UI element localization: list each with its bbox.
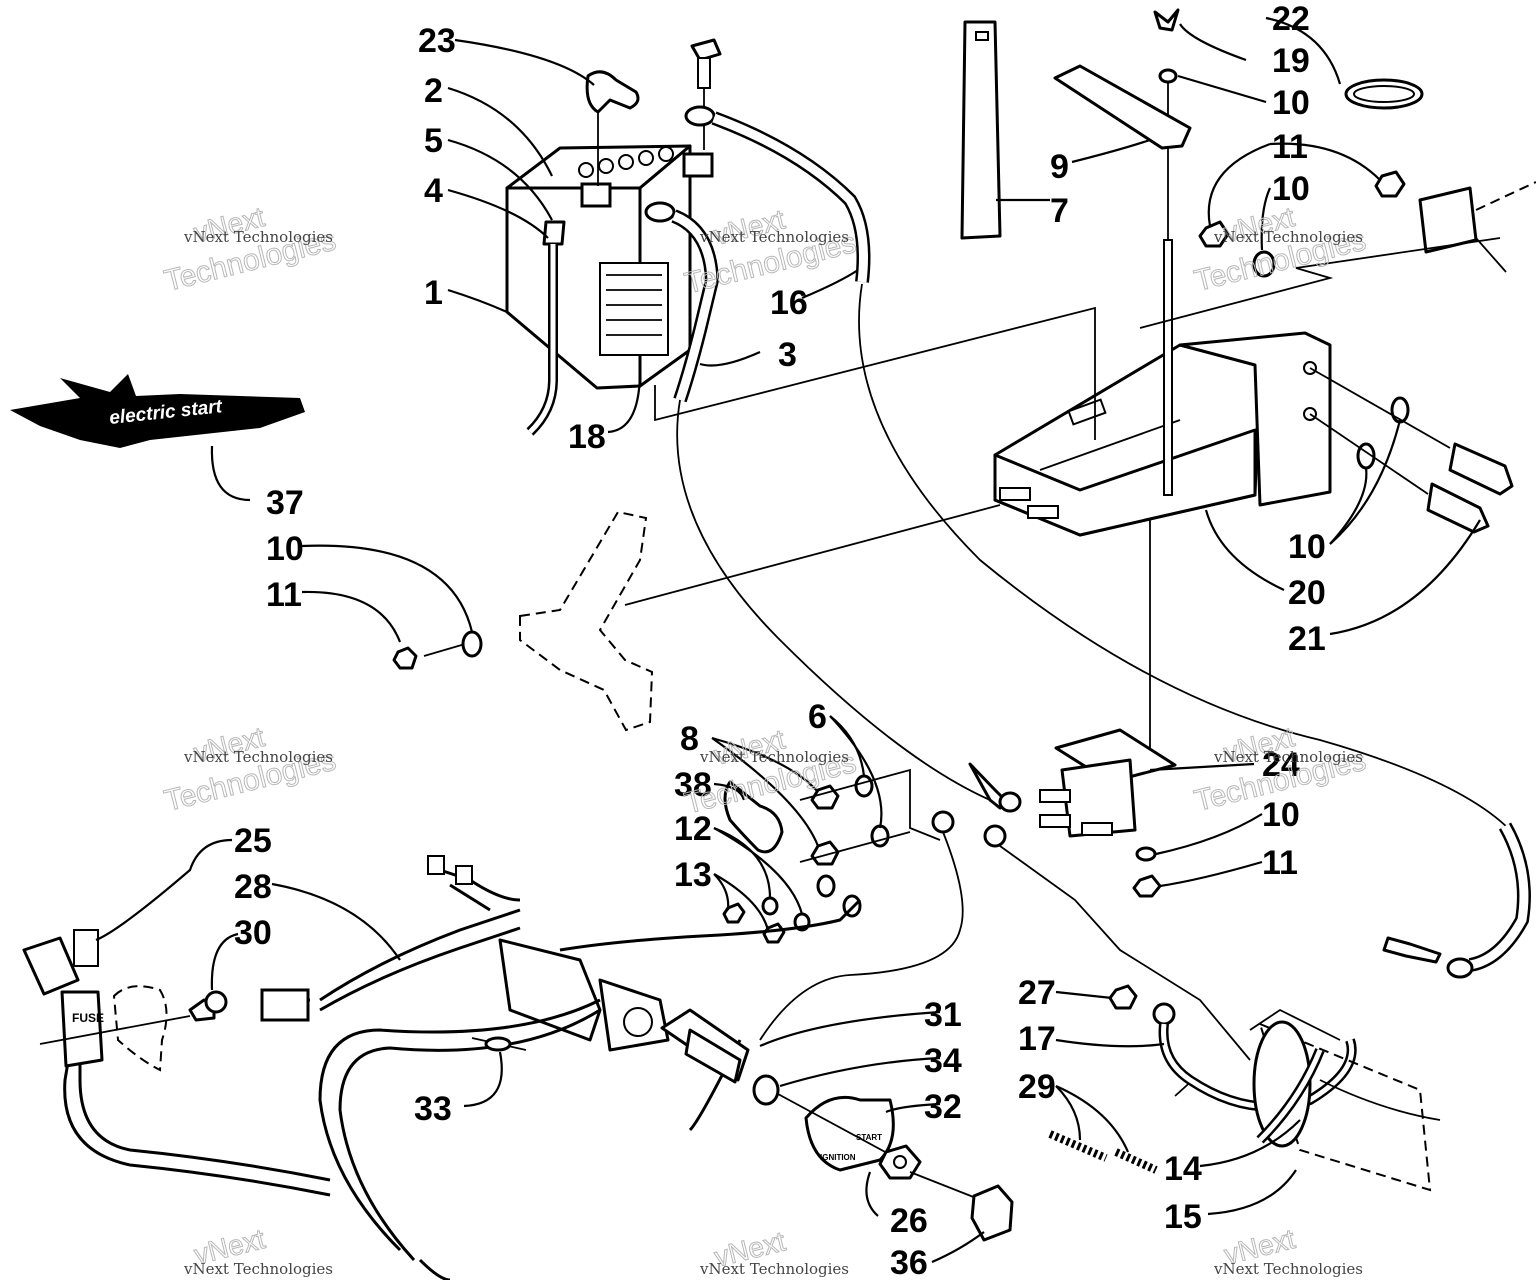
callout-11-top: 11 xyxy=(1272,128,1308,166)
callout-38: 38 xyxy=(674,766,712,804)
callout-labels: 23 2 5 4 1 3 18 16 9 7 22 19 10 11 10 37… xyxy=(234,0,1326,1280)
callout-31: 31 xyxy=(924,996,962,1034)
callout-23: 23 xyxy=(418,22,456,60)
terminal-boot xyxy=(585,70,640,186)
svg-text:FUSE: FUSE xyxy=(72,1011,104,1025)
svg-text:vNext Technologies: vNext Technologies xyxy=(183,228,333,246)
tray-bolts xyxy=(1309,367,1514,534)
svg-text:START: START xyxy=(856,1133,882,1142)
wiring-harness xyxy=(63,855,862,1280)
callout-16: 16 xyxy=(770,284,808,322)
callout-29: 29 xyxy=(1018,1068,1056,1106)
cable-tie xyxy=(1344,78,1424,110)
starter-cable-end xyxy=(1382,822,1531,979)
callout-34: 34 xyxy=(924,1042,962,1080)
starter-motor xyxy=(1252,1020,1441,1192)
callout-10-solenoid: 10 xyxy=(1262,796,1300,834)
electric-start-logo: electric start xyxy=(10,374,305,448)
callout-17: 17 xyxy=(1018,1020,1056,1058)
battery xyxy=(505,144,714,390)
callout-18: 18 xyxy=(568,418,606,456)
callout-6: 6 xyxy=(808,698,827,736)
battery-tray xyxy=(993,331,1332,537)
callout-13: 13 xyxy=(674,856,712,894)
terminal-cap xyxy=(723,780,784,854)
svg-text:IGNITION: IGNITION xyxy=(820,1153,856,1162)
callout-1: 1 xyxy=(424,274,443,312)
callout-19: 19 xyxy=(1272,42,1310,80)
callout-33: 33 xyxy=(414,1090,452,1128)
mounting-bracket xyxy=(392,510,654,732)
svg-text:vNext Technologies: vNext Technologies xyxy=(699,228,849,246)
ignition-key xyxy=(909,1171,1014,1242)
callout-10-right: 10 xyxy=(1288,528,1326,566)
callout-10-upper: 10 xyxy=(1272,170,1310,208)
callout-28: 28 xyxy=(234,868,272,906)
callout-14: 14 xyxy=(1164,1150,1202,1188)
callout-7: 7 xyxy=(1050,192,1069,230)
vent-tube xyxy=(526,220,566,436)
callout-32: 32 xyxy=(924,1088,962,1126)
callout-15: 15 xyxy=(1164,1198,1202,1236)
positive-cable xyxy=(644,201,991,801)
callout-5: 5 xyxy=(424,122,443,160)
callout-26: 26 xyxy=(890,1202,928,1240)
svg-text:vNext Technologies: vNext Technologies xyxy=(183,1260,333,1278)
callout-11-solenoid: 11 xyxy=(1262,844,1298,882)
construction-lines xyxy=(423,237,1501,1097)
callout-25: 25 xyxy=(234,822,272,860)
callout-10-top: 10 xyxy=(1272,84,1310,122)
negative-cable xyxy=(684,105,1511,831)
watermarks: vNext Technologies vNext Technologies vN… xyxy=(161,201,1370,1278)
solenoid-terminals xyxy=(759,762,1251,1061)
springs xyxy=(1048,1130,1158,1174)
hold-down-bracket xyxy=(1053,64,1192,150)
callout-10-left: 10 xyxy=(266,530,304,568)
svg-text:vNext Technologies: vNext Technologies xyxy=(1213,748,1363,766)
starter-solenoid xyxy=(1039,728,1177,898)
hold-down-rod xyxy=(1149,8,1180,760)
callout-2: 2 xyxy=(424,72,443,110)
fuse-holder: FUSE xyxy=(22,929,228,1072)
callout-36: 36 xyxy=(890,1244,928,1280)
callout-24: 24 xyxy=(1262,746,1300,784)
callout-22: 22 xyxy=(1272,0,1310,38)
diode xyxy=(471,1036,527,1052)
callout-20: 20 xyxy=(1288,574,1326,612)
terminal-bolt xyxy=(690,38,722,150)
callout-21: 21 xyxy=(1288,620,1326,658)
switch-nut xyxy=(878,1144,922,1180)
callout-11-left: 11 xyxy=(266,576,302,614)
callout-37: 37 xyxy=(266,484,304,522)
ignition-switch: IGNITION START xyxy=(660,1008,901,1172)
leader-lines xyxy=(95,16,1481,1264)
svg-text:vNext Technologies: vNext Technologies xyxy=(699,748,849,766)
callout-30: 30 xyxy=(234,914,272,952)
upper-hardware xyxy=(1198,170,1536,278)
callout-27: 27 xyxy=(1018,974,1056,1012)
svg-text:vNext Technologies: vNext Technologies xyxy=(1213,228,1363,246)
solenoid-hardware xyxy=(722,768,941,944)
svg-text:vNext Technologies: vNext Technologies xyxy=(183,748,333,766)
svg-text:vNext Technologies: vNext Technologies xyxy=(1213,1260,1363,1278)
callout-8: 8 xyxy=(680,720,699,758)
callout-3: 3 xyxy=(778,336,797,374)
callout-9: 9 xyxy=(1050,148,1069,186)
strap xyxy=(960,20,1002,240)
callout-12: 12 xyxy=(674,810,712,848)
svg-text:vNext Technologies: vNext Technologies xyxy=(699,1260,849,1278)
callout-4: 4 xyxy=(424,172,443,210)
